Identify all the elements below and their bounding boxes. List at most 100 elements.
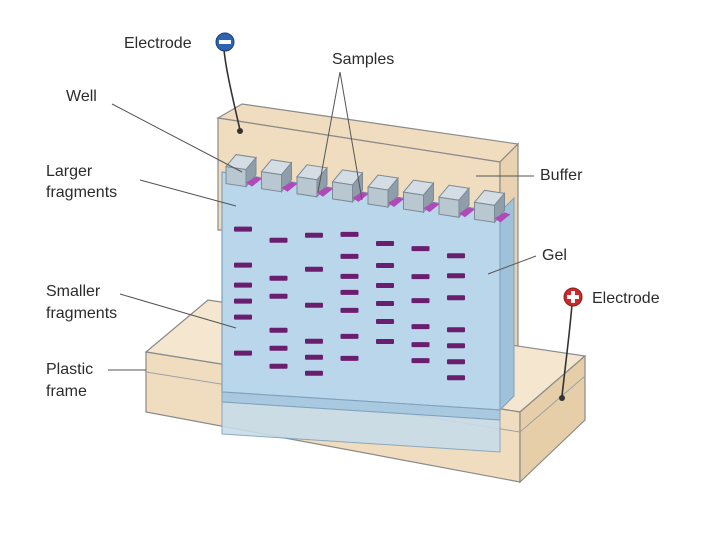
comb-tooth-side xyxy=(423,181,434,214)
dna-band xyxy=(447,327,465,333)
comb-tooth-side xyxy=(458,186,470,219)
dna-band xyxy=(269,327,288,333)
negative-electrode-tip xyxy=(237,128,243,134)
dna-band xyxy=(234,314,252,320)
sample xyxy=(388,197,404,208)
sample xyxy=(246,176,262,187)
label-electrode-positive: Electrode xyxy=(592,290,660,307)
dna-band xyxy=(376,301,394,307)
dna-band xyxy=(340,289,359,295)
dna-band xyxy=(340,355,359,361)
dna-band xyxy=(234,350,252,356)
dna-band xyxy=(305,232,323,238)
negative-electrode-wire xyxy=(223,49,241,131)
comb-tooth-front xyxy=(296,176,318,198)
comb-tooth-side xyxy=(316,166,328,199)
gel-leader xyxy=(487,255,537,275)
comb-tooth-front xyxy=(474,201,495,223)
comb-tooth-front xyxy=(261,171,282,193)
dna-band xyxy=(411,358,430,364)
dna-band xyxy=(269,293,288,299)
gel-side xyxy=(499,196,515,412)
dna-band xyxy=(305,370,323,376)
dna-band xyxy=(376,241,394,247)
gel-comb xyxy=(225,154,506,224)
dna-band xyxy=(447,295,465,301)
comb-tooth-side xyxy=(387,176,399,209)
dna-band xyxy=(447,343,465,349)
dna-band xyxy=(340,307,359,313)
comb-tooth-side xyxy=(352,171,363,204)
sample xyxy=(281,181,298,192)
label-plastic-line2: frame xyxy=(46,383,87,400)
comb-tooth-front xyxy=(225,166,247,188)
sample xyxy=(494,212,511,223)
plus-circle-icon xyxy=(563,287,583,307)
dna-band xyxy=(234,298,252,304)
sample xyxy=(317,186,333,197)
dna-band xyxy=(269,345,288,351)
comb-tooth-front xyxy=(403,191,424,213)
dna-band xyxy=(340,333,359,339)
dna-band xyxy=(305,354,323,360)
dna-band xyxy=(340,231,359,237)
sample-wells xyxy=(246,176,511,223)
leader-lines xyxy=(108,71,537,371)
comb-tooth-front xyxy=(332,181,353,203)
dna-band xyxy=(411,324,430,330)
comb-tooth-side xyxy=(494,191,505,224)
dna-band xyxy=(234,282,252,288)
comb-tooth-front xyxy=(438,196,460,218)
dna-band xyxy=(376,339,394,345)
label-buffer: Buffer xyxy=(540,167,583,184)
tray-front-rim xyxy=(221,401,501,453)
label-larger-line1: Larger xyxy=(46,163,93,180)
label-gel: Gel xyxy=(542,247,567,264)
dna-band xyxy=(376,319,394,325)
dna-band xyxy=(411,298,430,304)
label-electrode-negative: Electrode xyxy=(124,35,192,52)
dna-band xyxy=(340,253,359,259)
dna-band xyxy=(376,283,394,289)
comb-tooth-side xyxy=(281,161,292,194)
samples-leader-right xyxy=(339,71,363,201)
label-smaller-line1: Smaller xyxy=(46,283,101,300)
dna-bands xyxy=(234,226,465,381)
larger-leader xyxy=(139,179,237,207)
comb-tooth-side xyxy=(245,156,257,188)
sample xyxy=(352,191,369,202)
positive-electrode-wire xyxy=(561,303,573,397)
tray-buffer-line-right xyxy=(519,375,586,433)
samples-leader-left xyxy=(317,71,341,193)
tray-right xyxy=(519,354,586,484)
sample xyxy=(423,202,440,213)
well-leader xyxy=(111,103,243,173)
dna-band xyxy=(411,342,430,348)
dna-band xyxy=(447,375,465,381)
dna-band xyxy=(447,253,465,259)
positive-electrode-tip xyxy=(559,395,565,401)
dna-band xyxy=(411,246,430,252)
dna-band xyxy=(269,363,288,369)
dna-band xyxy=(234,262,252,268)
dna-band xyxy=(234,226,252,232)
dna-band xyxy=(269,275,288,281)
smaller-leader xyxy=(119,293,237,329)
minus-circle-icon xyxy=(215,32,235,52)
sample xyxy=(459,207,475,218)
dna-band xyxy=(340,273,359,279)
dna-band xyxy=(305,338,323,344)
label-larger-line2: fragments xyxy=(46,184,117,201)
dna-band xyxy=(269,237,288,243)
dna-band xyxy=(447,359,465,365)
label-smaller-line2: fragments xyxy=(46,305,117,322)
label-well: Well xyxy=(66,88,97,105)
label-samples: Samples xyxy=(332,51,394,68)
dna-band xyxy=(305,266,323,272)
dna-band xyxy=(376,263,394,269)
dna-band xyxy=(447,273,465,279)
label-plastic-line1: Plastic xyxy=(46,361,93,378)
dna-band xyxy=(411,274,430,280)
dna-band xyxy=(305,302,323,308)
